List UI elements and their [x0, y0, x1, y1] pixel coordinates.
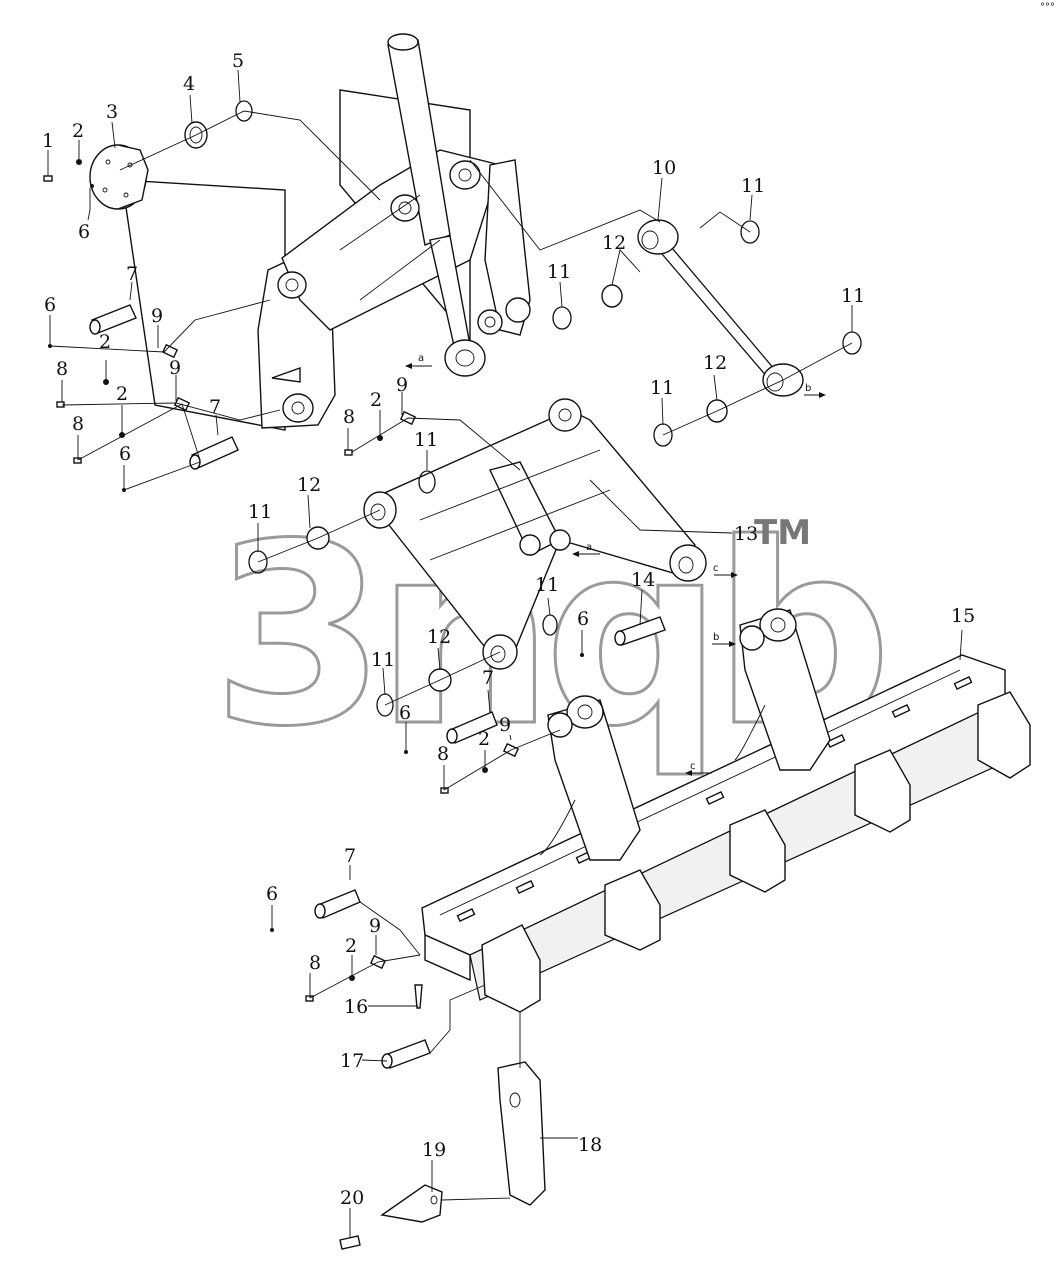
callout-6: 6 — [266, 883, 278, 905]
callout-3: 3 — [106, 101, 118, 123]
lower-parts — [270, 889, 546, 1250]
callout-17: 17 — [340, 1050, 364, 1072]
section-mark-a-mid: a — [586, 542, 592, 553]
callout-7: 7 — [482, 667, 494, 689]
callout-7: 7 — [209, 396, 221, 418]
callout-8: 8 — [56, 358, 68, 380]
callout-9: 9 — [151, 305, 163, 327]
callout-13: 13 — [734, 523, 758, 545]
ripper-beam — [421, 608, 1031, 1013]
callouts: 1 2 3 4 5 6 7 6 9 2 8 9 2 8 7 6 8 2 9 11… — [42, 50, 975, 1209]
callout-7: 7 — [126, 263, 138, 285]
callout-14: 14 — [631, 569, 655, 591]
callout-6: 6 — [577, 608, 589, 630]
callout-6: 6 — [44, 294, 56, 316]
end-cap — [89, 144, 149, 210]
section-arrows: a a b b c c — [405, 353, 826, 776]
leader-lines — [47, 69, 963, 1238]
callout-11: 11 — [741, 175, 765, 197]
callout-6: 6 — [399, 702, 411, 724]
callout-8: 8 — [72, 413, 84, 435]
callout-2: 2 — [116, 383, 128, 405]
callout-2: 2 — [370, 389, 382, 411]
callout-9: 9 — [499, 714, 511, 736]
callout-9: 9 — [169, 357, 181, 379]
callout-11: 11 — [535, 574, 559, 596]
mounting-bracket — [121, 33, 531, 431]
section-mark-c-upper: c — [713, 563, 719, 574]
seal-ring-5 — [235, 100, 253, 122]
callout-15: 15 — [951, 605, 975, 627]
callout-11: 11 — [841, 285, 865, 307]
callout-10: 10 — [652, 157, 676, 179]
callout-12: 12 — [602, 232, 626, 254]
trademark-mark: TM — [754, 513, 811, 553]
callout-16: 16 — [344, 996, 368, 1018]
callout-12: 12 — [297, 474, 321, 496]
callout-8: 8 — [437, 743, 449, 765]
callout-9: 9 — [396, 374, 408, 396]
callout-20: 20 — [340, 1187, 364, 1209]
callout-2: 2 — [99, 331, 111, 353]
callout-11: 11 — [414, 429, 438, 451]
parallel-link — [248, 398, 707, 794]
callout-12: 12 — [703, 352, 727, 374]
callout-11: 11 — [371, 649, 395, 671]
corner-mark: °°° — [1040, 2, 1055, 13]
section-mark-a-upper: a — [418, 353, 424, 364]
section-mark-b-lower: b — [713, 632, 719, 643]
callout-4: 4 — [183, 73, 195, 95]
callout-6: 6 — [78, 221, 90, 243]
callout-5: 5 — [232, 50, 244, 72]
callout-2: 2 — [345, 935, 357, 957]
pins-upper — [89, 304, 239, 470]
callout-9: 9 — [369, 915, 381, 937]
callout-18: 18 — [578, 1134, 602, 1156]
section-mark-b-upper: b — [805, 383, 811, 394]
callout-11: 11 — [547, 261, 571, 283]
callout-8: 8 — [309, 952, 321, 974]
callout-2: 2 — [478, 728, 490, 750]
callout-8: 8 — [343, 406, 355, 428]
callout-1: 1 — [42, 130, 54, 152]
section-mark-c-lower: c — [690, 761, 696, 772]
callout-7: 7 — [344, 845, 356, 867]
callout-11: 11 — [248, 501, 272, 523]
callout-6: 6 — [119, 443, 131, 465]
callout-12: 12 — [427, 626, 451, 648]
callout-11: 11 — [650, 377, 674, 399]
callout-2: 2 — [72, 120, 84, 142]
link-rod — [552, 219, 862, 447]
callout-19: 19 — [422, 1139, 446, 1161]
